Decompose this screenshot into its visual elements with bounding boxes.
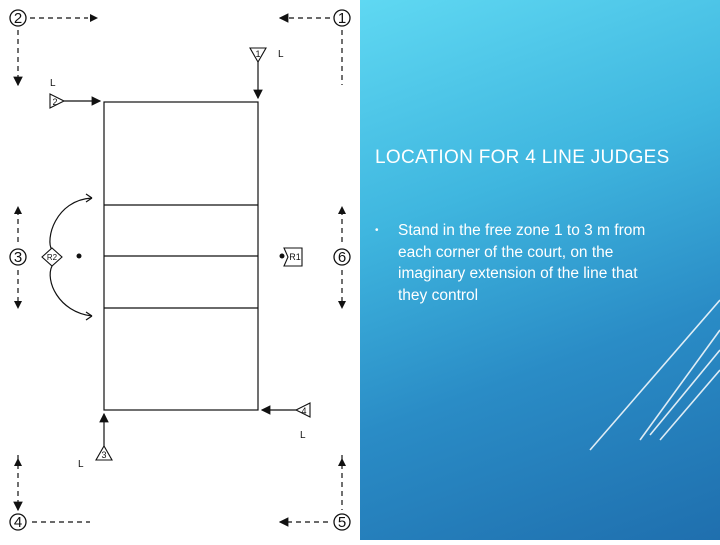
judge-letter: L [300, 430, 306, 441]
line-judges: 1 L 2 L 4 L 3 L [49, 47, 311, 470]
judge-number: 3 [101, 450, 106, 460]
slide-title: LOCATION FOR 4 LINE JUDGES [375, 147, 670, 168]
court-diagram: 2 1 3 6 4 5 1 L 2 L 4 L 3 L R [0, 0, 360, 540]
referee-label: R2 [47, 253, 58, 262]
corner-positions: 2 1 3 6 4 5 [9, 9, 351, 531]
court-diagram-svg: 2 1 3 6 4 5 1 L 2 L 4 L 3 L R [9, 9, 351, 531]
position-label: 2 [14, 10, 22, 27]
referee-label: R1 [289, 252, 301, 262]
court [103, 101, 259, 411]
judge-number: 4 [301, 406, 306, 416]
position-label: 1 [338, 10, 346, 27]
position-label: 3 [14, 249, 22, 266]
judge-letter: L [78, 459, 84, 470]
judge-lines [64, 62, 296, 446]
position-arrows [13, 13, 343, 527]
text-panel: LOCATION FOR 4 LINE JUDGES • Stand in th… [360, 0, 720, 540]
referees: R2 R1 [41, 193, 303, 321]
position-label: 4 [14, 514, 22, 531]
decorative-lines [589, 299, 720, 451]
position-label: 5 [338, 514, 346, 531]
bullet-text: Stand in the free zone 1 to 3 m from eac… [398, 222, 646, 304]
judge-letter: L [278, 49, 284, 60]
judge-letter: L [50, 78, 56, 89]
judge-number: 1 [255, 49, 260, 59]
position-label: 6 [338, 249, 346, 266]
bullet-dot: • [375, 225, 379, 236]
judge-number: 2 [52, 97, 57, 107]
